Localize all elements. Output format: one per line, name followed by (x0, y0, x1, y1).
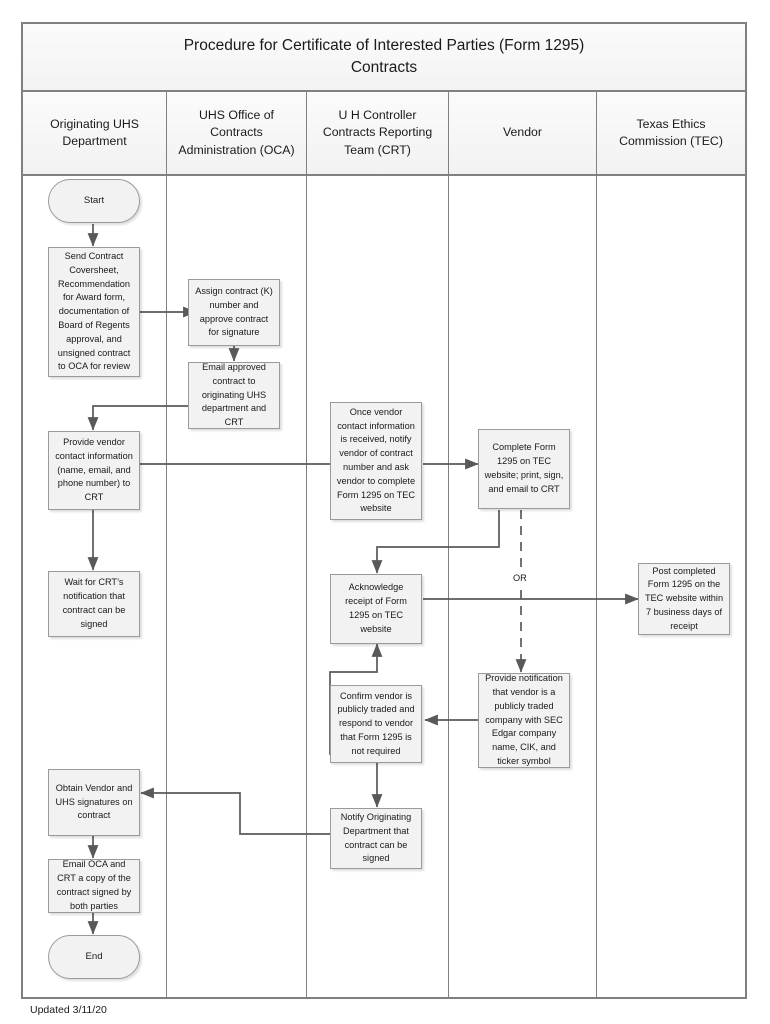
node-notify-vendor-of-contract-number[interactable]: Once vendor contact information is recei… (330, 402, 422, 520)
lane-header-originating-uhs-department: Originating UHS Department (23, 92, 167, 174)
node-provide-notification-publicly-traded[interactable]: Provide notification that vendor is a pu… (478, 673, 570, 768)
diagram-title-band: Procedure for Certificate of Interested … (23, 24, 745, 92)
flowchart-frame: Procedure for Certificate of Interested … (21, 22, 747, 999)
updated-date-note: Updated 3/11/20 (30, 1004, 107, 1016)
page-title: Procedure for Certificate of Interested … (183, 36, 585, 76)
node-notify-originating-department[interactable]: Notify Originating Department that contr… (330, 808, 422, 869)
node-email-oca-and-crt-copy[interactable]: Email OCA and CRT a copy of the contract… (48, 859, 140, 913)
node-send-contract-coversheet[interactable]: Send Contract Coversheet, Recommendation… (48, 247, 140, 377)
lane-header-uh-controller-contracts-reporting-team: U H Controller Contracts Reporting Team … (307, 92, 449, 174)
lane-header-texas-ethics-commission: Texas Ethics Commission (TEC) (619, 116, 723, 148)
node-start[interactable]: Start (48, 179, 140, 223)
node-provide-vendor-contact-information[interactable]: Provide vendor contact information (name… (48, 431, 140, 510)
node-wait-for-crt-notification[interactable]: Wait for CRT’s notification that contrac… (48, 571, 140, 637)
lane-column-vendor (449, 176, 597, 997)
node-acknowledge-receipt-of-form-1295[interactable]: Acknowledge receipt of Form 1295 on TEC … (330, 574, 422, 644)
node-confirm-vendor-publicly-traded[interactable]: Confirm vendor is publicly traded and re… (330, 685, 422, 763)
node-obtain-vendor-and-uhs-signatures[interactable]: Obtain Vendor and UHS signatures on cont… (48, 769, 140, 836)
lane-column-originating-uhs-department (23, 176, 167, 997)
swimlane-body (23, 176, 745, 997)
lane-header-vendor: Vendor (449, 92, 597, 174)
lane-header-uhs-office-of-contracts-administration: UHS Office of Contracts Administration (… (167, 92, 307, 174)
node-complete-form-1295[interactable]: Complete Form 1295 on TEC website; print… (478, 429, 570, 509)
node-assign-contract-number[interactable]: Assign contract (K) number and approve c… (188, 279, 280, 346)
node-email-approved-contract[interactable]: Email approved contract to originating U… (188, 362, 280, 429)
swimlane-header-row: Originating UHS Department UHS Office of… (23, 92, 745, 176)
node-post-completed-form-1295[interactable]: Post completed Form 1295 on the TEC webs… (638, 563, 730, 635)
or-branch-label: OR (510, 572, 530, 584)
lane-column-uhs-office-of-contracts-administration (167, 176, 307, 997)
lane-column-uh-controller-contracts-reporting-team (307, 176, 449, 997)
node-end[interactable]: End (48, 935, 140, 979)
